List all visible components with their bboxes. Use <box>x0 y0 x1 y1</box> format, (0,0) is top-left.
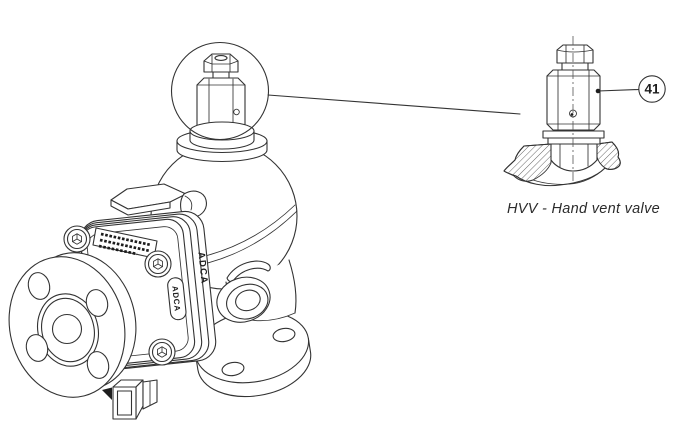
bolt-hole <box>25 334 49 362</box>
section-hatch-left <box>503 143 552 182</box>
hand-vent-valve-detail-drawing: 41 <box>503 36 666 187</box>
detail-leader-line <box>267 94 521 115</box>
hex-socket-screw <box>63 225 91 253</box>
collar <box>561 62 589 71</box>
outlet-flange <box>194 310 312 398</box>
vent-valve-on-chamber <box>196 53 246 128</box>
main-valve-assembly-drawing: ADCA ADCA <box>8 41 312 420</box>
part-balloon-41: 41 <box>595 75 666 103</box>
balloon-label: 41 <box>644 82 660 97</box>
section-hatch-right <box>596 141 621 170</box>
balloon-leader-line <box>597 88 640 92</box>
hex-socket-screw <box>144 250 172 278</box>
detail-caption: HVV - Hand vent valve <box>507 201 660 217</box>
detail-callout-circle <box>170 41 270 141</box>
vent-hole <box>233 108 240 116</box>
bottom-bracket <box>102 379 158 420</box>
hand-nut <box>556 44 594 64</box>
bolt-hole <box>85 289 109 317</box>
bolt-hole <box>221 361 245 377</box>
leader-dot <box>595 88 601 94</box>
bolt-hole <box>86 351 110 379</box>
bolt-hole <box>27 272 51 300</box>
brand-badge <box>167 277 187 321</box>
side-cap <box>216 276 271 323</box>
hex-socket-screw <box>148 338 176 366</box>
brand-badge-label: ADCA <box>170 285 182 312</box>
brand-edge-label: ADCA <box>195 251 209 285</box>
washer-step <box>542 130 605 139</box>
neck-rings <box>176 121 268 163</box>
retaining-nut <box>550 143 598 172</box>
bolt-hole <box>272 327 296 343</box>
flange-bore <box>51 313 83 345</box>
vent-valve-hex-body <box>546 69 601 131</box>
inlet-flange <box>8 252 137 398</box>
washer-step <box>547 137 601 145</box>
top-bracket <box>110 183 207 218</box>
